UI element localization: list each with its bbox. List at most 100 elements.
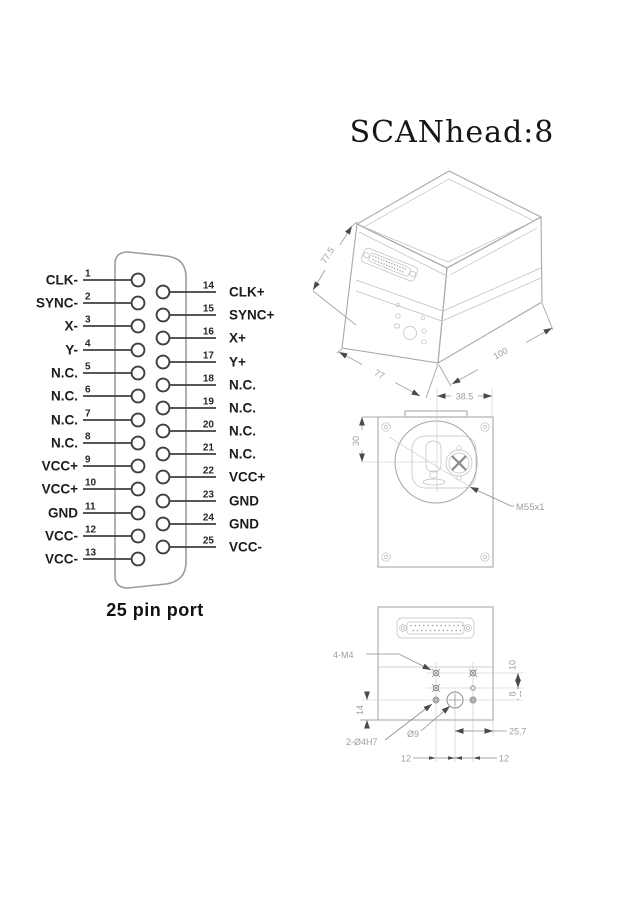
dim-12-right: 12 [499, 754, 509, 764]
pin-number: 12 [85, 525, 97, 536]
pin-8 [130, 435, 146, 451]
pinout-caption: 25 pin port [106, 600, 204, 620]
pin-label: VCC- [229, 540, 262, 555]
dim-14: 14 [355, 705, 365, 715]
pin-number: 10 [85, 478, 97, 489]
pin-label: N.C. [51, 366, 78, 381]
pin-label: N.C. [51, 389, 78, 404]
bottom-mounting-holes [431, 668, 478, 709]
pin-17 [155, 354, 171, 370]
pinout-diagram: 1 CLK- 2 SYNC- 3 X- 4 Y- 5 N.C. 6 N.C. 7… [36, 251, 275, 620]
pin-label: VCC+ [229, 470, 266, 485]
pin-number: 6 [85, 385, 91, 396]
pin-25 [155, 539, 171, 555]
rear-corner-screws [381, 422, 490, 562]
pin-20 [155, 423, 171, 439]
bottom-dim-14: 14 [355, 691, 378, 729]
pin-24 [155, 516, 171, 532]
pin-label: Y- [65, 343, 78, 358]
bottom-plate [377, 606, 494, 721]
label-4-m4: 4-M4 [333, 650, 354, 660]
pin-number: 13 [85, 548, 97, 559]
rear-top-tab [404, 410, 468, 418]
pin-6 [130, 388, 146, 404]
pin-number: 21 [203, 443, 215, 454]
pin-23 [155, 493, 171, 509]
page-title: SCANhead:8 [350, 115, 555, 150]
pin-label: VCC+ [42, 459, 79, 474]
pin-number: 16 [203, 327, 215, 338]
dim-25-7: 25.7 [509, 727, 527, 737]
pin-label: N.C. [51, 436, 78, 451]
rear-view: 38.5 [351, 388, 545, 568]
pin-19 [155, 400, 171, 416]
bottom-centerlines [362, 662, 523, 762]
bottom-callouts: 4-M4 2-Ø4H7 Ø9 [333, 650, 451, 747]
pin-label: N.C. [229, 401, 256, 416]
pin-number: 19 [203, 397, 215, 408]
pin-14 [155, 284, 171, 300]
pin-12 [130, 528, 146, 544]
pin-2 [130, 295, 146, 311]
pin-label: VCC- [45, 529, 78, 544]
bottom-db25-connector [396, 617, 475, 639]
pin-label: N.C. [229, 378, 256, 393]
pinout-left-column: 1 CLK- 2 SYNC- 3 X- 4 Y- 5 N.C. 6 N.C. 7… [36, 269, 146, 567]
pin-label: VCC+ [42, 482, 79, 497]
pin-number: 9 [85, 455, 91, 466]
pin-label: N.C. [51, 413, 78, 428]
pin-9 [130, 458, 146, 474]
pin-number: 20 [203, 420, 215, 431]
pin-label: GND [48, 506, 78, 521]
pin-label: GND [229, 494, 259, 509]
pin-21 [155, 446, 171, 462]
pin-7 [130, 412, 146, 428]
pin-number: 23 [203, 490, 215, 501]
pin-13 [130, 551, 146, 567]
pin-15 [155, 307, 171, 323]
iso-dim-depth: 77.5 [312, 221, 358, 326]
pin-number: 22 [203, 466, 215, 477]
pin-label: CLK+ [229, 285, 265, 300]
dim-77: 77 [373, 368, 387, 382]
pin-number: 8 [85, 432, 91, 443]
pin-number: 15 [203, 304, 215, 315]
rear-plate [377, 416, 494, 568]
label-2-o4h7: 2-Ø4H7 [346, 737, 378, 747]
pin-3 [130, 318, 146, 334]
pin-number: 5 [85, 362, 91, 373]
pin-label: SYNC- [36, 296, 78, 311]
pin-label: GND [229, 517, 259, 532]
galvo-motor [422, 440, 446, 486]
dim-77-5: 77.5 [319, 245, 337, 265]
pin-number: 3 [85, 315, 91, 326]
pin-number: 1 [85, 269, 91, 280]
iso-right-face [437, 216, 543, 365]
pin-label: N.C. [229, 447, 256, 462]
rear-dim-width: 38.5 [436, 388, 493, 416]
pin-label: Y+ [229, 355, 246, 370]
pin-number: 11 [85, 502, 96, 513]
pin-label: CLK- [46, 273, 78, 288]
pin-22 [155, 469, 171, 485]
rear-dim-offset: 30 [351, 416, 378, 462]
pin-number: 24 [203, 513, 215, 524]
iso-db25-connector [361, 247, 418, 282]
dim-12-left: 12 [401, 754, 411, 764]
pin-1 [130, 272, 146, 288]
pin-number: 18 [203, 374, 215, 385]
iso-top-face [355, 170, 543, 269]
bottom-view: 4-M4 2-Ø4H7 Ø9 10 8 14 25.7 [333, 606, 527, 764]
pin-4 [130, 342, 146, 358]
dim-10: 10 [508, 660, 518, 670]
pin-label: VCC- [45, 552, 78, 567]
db25-shell-outline [114, 251, 187, 589]
isometric-view: 77.5 77 100 [312, 170, 554, 399]
pin-number: 2 [85, 292, 91, 303]
iso-dim-width: 77 [336, 348, 439, 399]
thread-callout: M55x1 [469, 486, 545, 513]
label-o9: Ø9 [407, 729, 419, 739]
dim-8: 8 [508, 691, 518, 696]
